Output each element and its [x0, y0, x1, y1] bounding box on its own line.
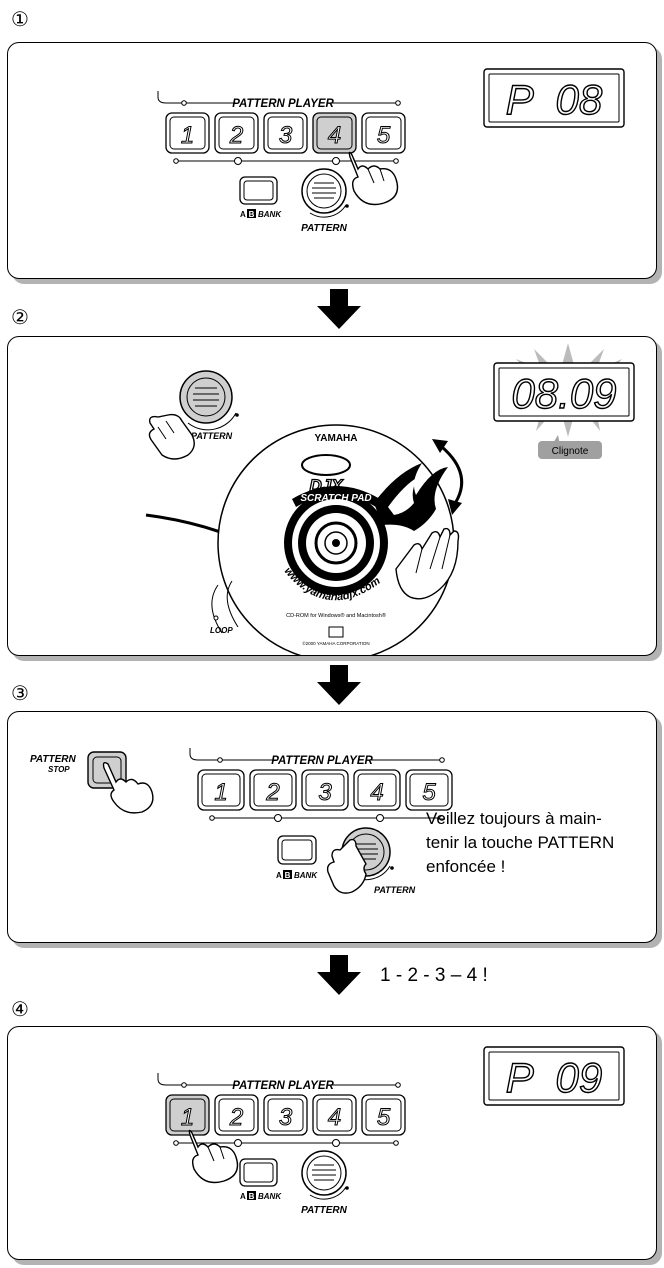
holding-hand-icon [326, 838, 367, 894]
down-arrow-1 [317, 289, 361, 329]
step-2-number: ② [11, 307, 29, 329]
bank-letter-b-s4: B [249, 1192, 255, 1201]
pad-1-label: 1 [181, 122, 194, 149]
down-arrow-2 [317, 665, 361, 705]
pattern-stop-line1: PATTERN [30, 754, 77, 765]
pad-3-label: 3 [279, 122, 293, 149]
pattern-button-held[interactable] [179, 370, 239, 431]
step-1-panel: PATTERN PLAYER 1 2 3 4 5 A B BANK PATTER… [7, 42, 657, 279]
pad-1-s3[interactable]: 1 [197, 769, 245, 811]
pad-2-s4-label: 2 [229, 1104, 243, 1131]
pad-4-s4[interactable]: 4 [312, 1094, 357, 1136]
pad-4-s3-label: 4 [370, 779, 383, 806]
pattern-player-title-3: PATTERN PLAYER [271, 755, 373, 767]
bank-letter-a-s4: A [240, 1192, 246, 1201]
lcd-value-4: P 09 [506, 1054, 603, 1101]
pointing-hand-icon [348, 151, 399, 206]
step-3-panel: PATTERN STOP PATTERN PLAYER 1 2 3 4 5 [7, 711, 657, 943]
pattern-player-1: PATTERN PLAYER 1 2 3 4 5 A B BANK PATTER… [157, 91, 406, 234]
note-line-2: tenir la touche PATTERN [426, 833, 614, 852]
step-2-panel: PATTERN YAMAHA DJX [7, 336, 657, 662]
pattern-label-s3: PATTERN [374, 885, 416, 895]
cd-rom-text: CD-ROM for Windows® and Macintosh® [286, 612, 386, 619]
pattern-button[interactable] [301, 168, 349, 218]
pressing-hand-stop-icon [102, 761, 154, 814]
blink-label: Clignote [552, 446, 589, 457]
pad-5-s4[interactable]: 5 [361, 1094, 406, 1136]
pattern-player-4: PATTERN PLAYER 1 2 3 4 5 A B BANK PATTER… [157, 1073, 406, 1216]
step-3-illustration: PATTERN STOP PATTERN PLAYER 1 2 3 4 5 [30, 748, 614, 895]
bank-letter-a-s3: A [276, 871, 282, 880]
pattern-label: PATTERN [301, 223, 348, 234]
step-4-illustration: PATTERN PLAYER 1 2 3 4 5 A B BANK PATTER… [157, 1046, 625, 1216]
bank-button-s3[interactable] [277, 835, 317, 865]
down-arrow-3 [317, 955, 361, 995]
cd-brand: YAMAHA [315, 433, 358, 444]
step-4-panel: PATTERN PLAYER 1 2 3 4 5 A B BANK PATTER… [7, 1026, 657, 1260]
scratching-hand-icon [395, 527, 460, 600]
blink-badge: Clignote [538, 435, 602, 459]
cd-scratch-label: SCRATCH PAD [300, 493, 371, 504]
count-label: 1 - 2 - 3 – 4 ! [380, 965, 488, 986]
lcd-display-4: P 09 [483, 1046, 625, 1106]
pattern-label-2: PATTERN [191, 431, 233, 441]
pad-2[interactable]: 2 [214, 112, 259, 154]
pad-1-s3-label: 1 [214, 779, 227, 806]
pad-3-s3[interactable]: 3 [301, 769, 349, 811]
pattern-player-title-4: PATTERN PLAYER [232, 1080, 334, 1092]
pad-4-s3[interactable]: 4 [353, 769, 401, 811]
pad-5-s3[interactable]: 5 [405, 769, 453, 811]
step-3-number: ③ [11, 683, 29, 705]
step-4-number: ④ [11, 999, 29, 1021]
pad-4-active[interactable]: 4 [312, 112, 357, 154]
bank-letter-b-s3: B [285, 871, 291, 880]
pattern-player-3: PATTERN PLAYER 1 2 3 4 5 A B BANK PATTER… [189, 748, 453, 895]
pad-2-s3-label: 2 [265, 779, 279, 806]
scratch-pad-cd[interactable]: YAMAHA DJX SCRATCH PAD www.yamahadjx.com… [217, 424, 460, 662]
pad-2-s4[interactable]: 2 [214, 1094, 259, 1136]
pad-5-label: 5 [377, 122, 391, 149]
pad-3-s3-label: 3 [318, 779, 332, 806]
pressing-hand-icon [148, 413, 195, 460]
pad-1[interactable]: 1 [165, 112, 210, 154]
bank-button[interactable] [239, 176, 278, 205]
note-line-3: enfoncée ! [426, 857, 505, 876]
step-1-illustration: PATTERN PLAYER 1 2 3 4 5 A B BANK PATTER… [157, 68, 625, 234]
lcd-display-2: 08.09 [493, 362, 635, 422]
pad-4-s4-label: 4 [328, 1104, 341, 1131]
pad-5-s3-label: 5 [422, 779, 436, 806]
pad-3-s4[interactable]: 3 [263, 1094, 308, 1136]
pattern-button-s4[interactable] [301, 1150, 349, 1200]
pad-1-s4-label: 1 [181, 1104, 194, 1131]
bank-label: BANK [258, 210, 282, 219]
pattern-label-s4: PATTERN [301, 1205, 348, 1216]
pad-2-s3[interactable]: 2 [249, 769, 297, 811]
pad-5-s4-label: 5 [377, 1104, 391, 1131]
pad-2-label: 2 [229, 122, 243, 149]
pattern-player-title: PATTERN PLAYER [232, 98, 334, 110]
note-line-1: Veillez toujours à main- [426, 809, 602, 828]
pad-4-label: 4 [328, 122, 341, 149]
bank-button-s4[interactable] [239, 1158, 278, 1187]
bank-label-s3: BANK [294, 871, 318, 880]
bank-label-s4: BANK [258, 1192, 282, 1201]
step-1-number: ① [11, 9, 29, 31]
bank-letter-a: A [240, 210, 246, 219]
step-2-illustration: PATTERN YAMAHA DJX [145, 343, 635, 662]
lcd-value-2: 08.09 [511, 370, 616, 417]
lcd-display-1: P 08 [483, 68, 625, 128]
lcd-value-1: P 08 [506, 76, 603, 123]
pad-5[interactable]: 5 [361, 112, 406, 154]
bank-letter-b: B [249, 210, 255, 219]
loop-label: LOOP [210, 626, 233, 635]
pattern-stop-line2: STOP [48, 765, 70, 774]
pad-3[interactable]: 3 [263, 112, 308, 154]
pointing-hand-s4-icon [188, 1129, 239, 1184]
pad-3-s4-label: 3 [279, 1104, 293, 1131]
pad-1-active-s4[interactable]: 1 [165, 1094, 210, 1136]
cd-copyright: ©2000 YAMAHA CORPORATION [302, 640, 369, 646]
